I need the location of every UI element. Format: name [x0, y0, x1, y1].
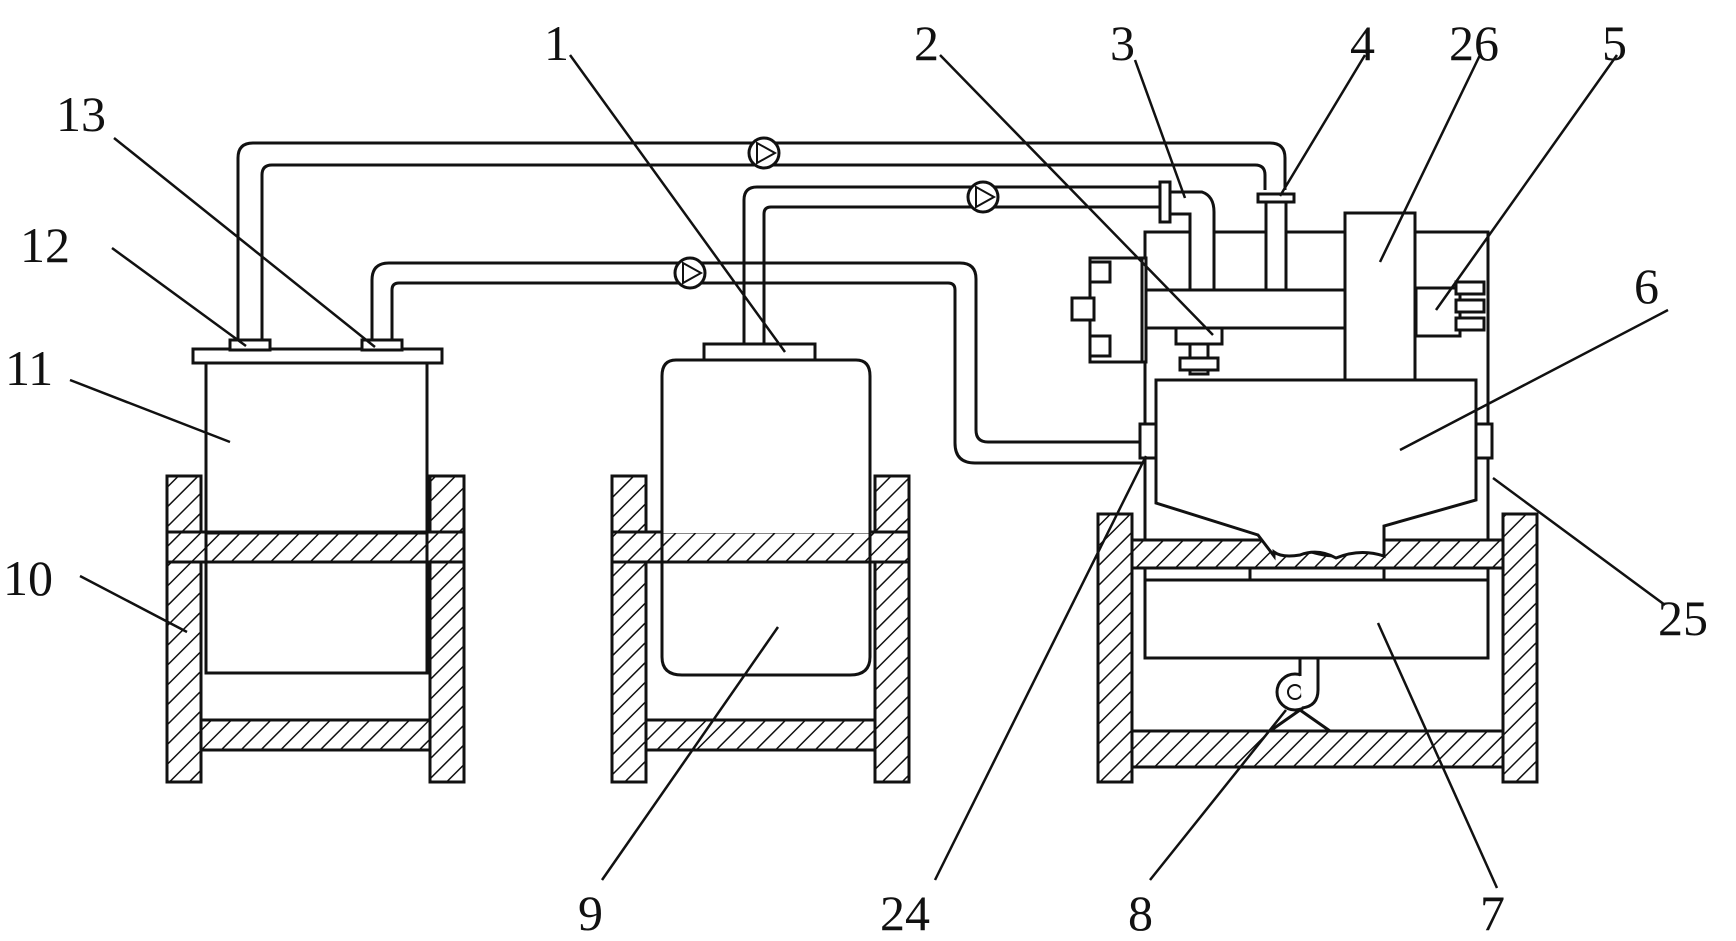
callout-24: 24: [880, 885, 930, 941]
fan-8: [1269, 656, 1331, 733]
callout-labels: 1 2 3 4 26 5 13 12 11 6 10 25 9 24 8 7: [3, 15, 1708, 941]
callout-25: 25: [1658, 590, 1708, 646]
tank-9: [660, 342, 872, 677]
callout-12: 12: [20, 217, 70, 273]
pipe-4: [1256, 192, 1296, 292]
pump-icon: [747, 136, 781, 170]
callout-7: 7: [1480, 885, 1505, 941]
leader-lines: [69, 54, 1669, 889]
pump-icon: [673, 256, 707, 290]
callout-11: 11: [5, 340, 53, 396]
chamber-6: [1138, 378, 1494, 561]
block-26: [1343, 211, 1417, 382]
stand-10: [165, 474, 466, 784]
callout-1: 1: [544, 15, 569, 71]
coupling-2: [1174, 326, 1224, 376]
callout-26: 26: [1449, 15, 1499, 71]
callout-5: 5: [1602, 15, 1627, 71]
callout-2: 2: [914, 15, 939, 71]
callout-9: 9: [578, 885, 603, 941]
callout-3: 3: [1110, 15, 1135, 71]
tray-7: [1143, 566, 1490, 660]
pipe-lower: [370, 261, 1142, 465]
callout-10: 10: [3, 550, 53, 606]
shaft: [1070, 256, 1348, 364]
pipe-middle: [742, 185, 1165, 344]
callout-4: 4: [1350, 15, 1375, 71]
tank-11: [191, 338, 444, 675]
nozzle-5: [1414, 280, 1486, 338]
callout-8: 8: [1128, 885, 1153, 941]
callout-6: 6: [1634, 258, 1659, 314]
pipe-3: [1158, 180, 1216, 292]
stand-right: [1096, 512, 1539, 784]
pump-icon: [966, 180, 1000, 214]
callout-13: 13: [56, 86, 106, 142]
